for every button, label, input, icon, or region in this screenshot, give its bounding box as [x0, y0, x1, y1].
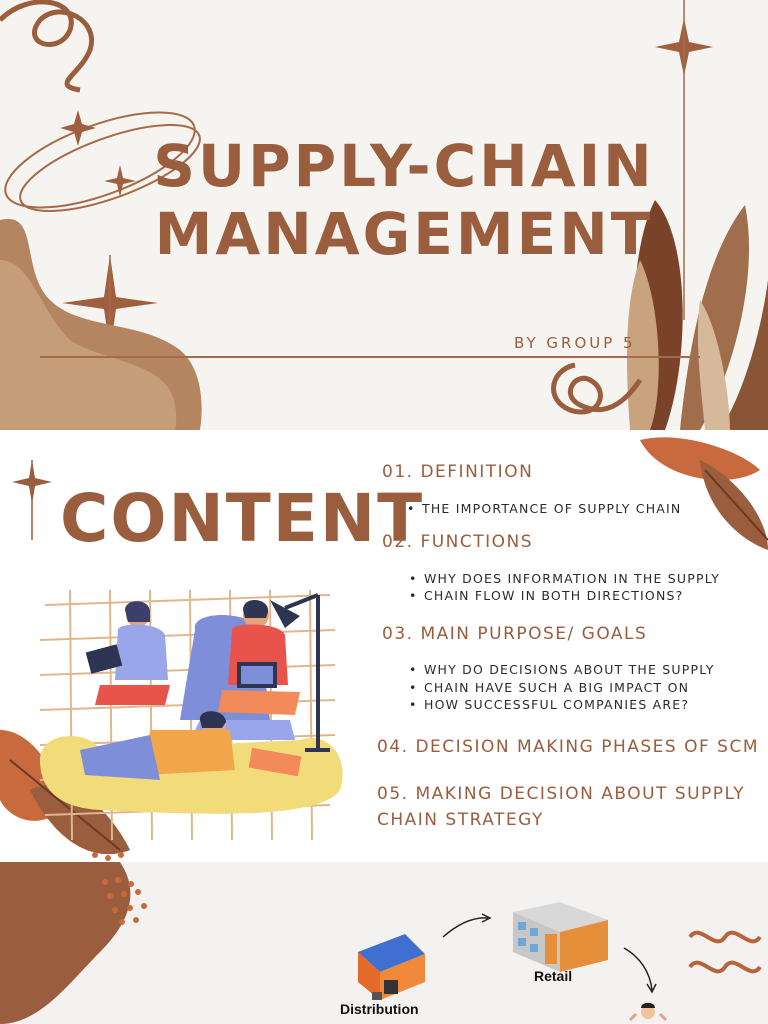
content-sub-3c: HOW SUCCESSFUL COMPANIES ARE?: [409, 696, 689, 713]
leaf-icon: [640, 437, 768, 550]
flow-slide: Distribution Retail: [0, 862, 768, 1024]
content-sub-2b: CHAIN FLOW IN BOTH DIRECTIONS?: [409, 587, 684, 604]
dots-pattern: [102, 877, 147, 925]
dots-pattern: [92, 852, 124, 861]
title-slide: SUPPLY-CHAIN MANAGEMENT BY GROUP 5: [0, 0, 768, 430]
squiggle-icon: [688, 960, 762, 974]
person-icon: [628, 1002, 668, 1022]
distribution-label: Distribution: [340, 1001, 419, 1017]
swirl-icon: [0, 0, 95, 93]
content-item-4: 04. DECISION MAKING PHASES OF SCM: [377, 737, 759, 757]
arrow-icon: [442, 917, 489, 938]
retail-label: Retail: [534, 968, 573, 984]
content-slide: CONTENT 01. DEFINITION THE IMPORTANCE OF…: [0, 430, 768, 862]
title-slide-decoration: [0, 0, 768, 430]
content-heading: CONTENT: [60, 480, 425, 557]
content-item-3: 03. MAIN PURPOSE/ GOALS: [382, 624, 648, 644]
content-sub-3a: WHY DO DECISIONS ABOUT THE SUPPLY: [409, 661, 715, 678]
content-sub-2a: WHY DOES INFORMATION IN THE SUPPLY: [409, 570, 720, 587]
leaf-icon: [0, 730, 130, 855]
title-line-1: SUPPLY-CHAIN: [153, 132, 655, 200]
divider: [40, 356, 700, 358]
content-item-2: 02. FUNCTIONS: [382, 532, 534, 552]
flow-slide-decoration: [0, 862, 762, 1024]
content-item-5a: 05. MAKING DECISION ABOUT SUPPLY: [377, 784, 746, 804]
byline: BY GROUP 5: [514, 334, 636, 352]
content-sub-1: THE IMPORTANCE OF SUPPLY CHAIN: [407, 500, 682, 517]
warehouse-icon: [358, 934, 425, 1000]
title-line-2: MANAGEMENT: [154, 200, 654, 268]
content-sub-3b: CHAIN HAVE SUCH A BIG IMPACT ON: [409, 679, 689, 696]
content-slide-decoration: [0, 437, 768, 861]
arrow-icon: [623, 947, 653, 991]
content-item-5b: CHAIN STRATEGY: [377, 810, 544, 830]
content-item-1: 01. DEFINITION: [382, 462, 534, 482]
store-icon: [513, 902, 608, 972]
squiggle-icon: [688, 930, 762, 944]
